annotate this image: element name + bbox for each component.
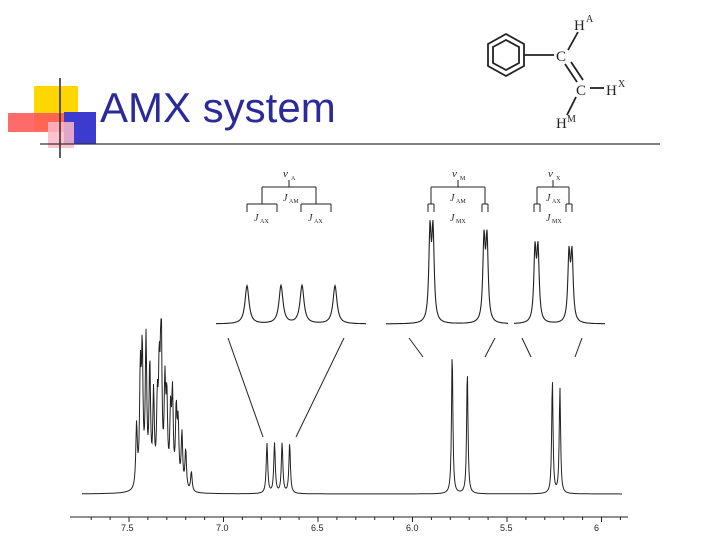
structure-labels: C C H A H X H M (556, 14, 626, 132)
atom-c2: C (576, 83, 586, 99)
h-x-label: H (606, 83, 617, 99)
ppm-axis-ticks (90, 517, 621, 522)
tree-x-j1: J (546, 193, 551, 204)
tree-m-j2: J (450, 213, 455, 224)
bond-c2-hm (566, 96, 577, 116)
tree-m-j1: J (450, 193, 455, 204)
main-spectrum-trace (82, 318, 622, 495)
benzene-inner-ring (492, 38, 520, 72)
tree-a-nu-sub: A (291, 176, 296, 182)
tree-m-nu-sub: M (460, 176, 466, 182)
tree-m-j1-sub: AM (456, 199, 466, 205)
tree-a-j2-sub: AX (260, 219, 269, 225)
tree-m-nu: ν (452, 168, 457, 180)
expansion-trace-x (513, 241, 605, 325)
tree-x-j2: J (546, 213, 551, 224)
tree-a-j2: J (254, 213, 259, 224)
tree-x-j2-sub: MX (552, 219, 562, 225)
tree-a-j3: J (308, 213, 313, 224)
tree-m-j2-sub: MX (456, 219, 466, 225)
double-bond-2 (570, 61, 584, 81)
tick-label-7.0: 7.0 (216, 523, 229, 533)
tree-x-labels: ν X J AX J MX (546, 168, 562, 225)
expansion-trace-m (386, 220, 508, 325)
splitting-tree-m (427, 180, 489, 212)
bond-c1-ha (567, 31, 579, 51)
styrene-structure (487, 31, 604, 116)
tree-a-nu: ν (283, 168, 288, 180)
tick-label-7.5: 7.5 (121, 523, 134, 533)
splitting-tree-x (533, 180, 573, 212)
h-x-superscript: X (618, 79, 626, 90)
benzene-ring (487, 32, 525, 78)
double-bond-1 (564, 63, 578, 83)
h-m-superscript: M (567, 114, 576, 125)
tree-a-labels: ν A J AM J AX J AX (254, 168, 323, 225)
tree-a-j1: J (283, 193, 288, 204)
slide-title: AMX system (100, 84, 336, 131)
tree-x-j1-sub: AX (552, 199, 561, 205)
tick-label-6.0: 6.0 (406, 523, 419, 533)
tick-label-5.5: 5.5 (500, 523, 513, 533)
tree-a-j1-sub: AM (289, 199, 299, 205)
h-m-label: H (556, 116, 567, 132)
tick-label-6.5: 6.5 (311, 523, 324, 533)
expansion-trace-a (216, 283, 366, 325)
splitting-tree-a (246, 180, 332, 212)
tree-m-labels: ν M J AM J MX (450, 168, 466, 225)
tree-x-nu: ν (548, 168, 553, 180)
tick-label-end: 6 (594, 523, 599, 533)
tree-x-nu-sub: X (556, 176, 561, 182)
atom-c1: C (556, 49, 566, 65)
h-a-label: H (574, 18, 585, 34)
tree-a-j3-sub: AX (314, 219, 323, 225)
expansion-connectors (227, 337, 583, 438)
h-a-superscript: A (586, 14, 594, 25)
